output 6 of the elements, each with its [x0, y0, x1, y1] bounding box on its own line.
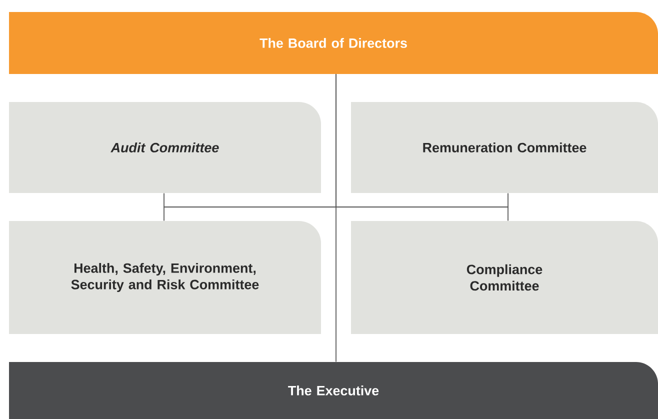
- executive-box: The Executive: [9, 362, 658, 419]
- committee-box: Audit Committee: [9, 102, 321, 193]
- committee-box: Compliance Committee: [351, 221, 658, 334]
- board-box: The Board of Directors: [9, 12, 658, 74]
- committee-box: Health, Safety, Environment, Security and Risk Committee: [9, 221, 321, 334]
- committee-box: Remuneration Committee: [351, 102, 658, 193]
